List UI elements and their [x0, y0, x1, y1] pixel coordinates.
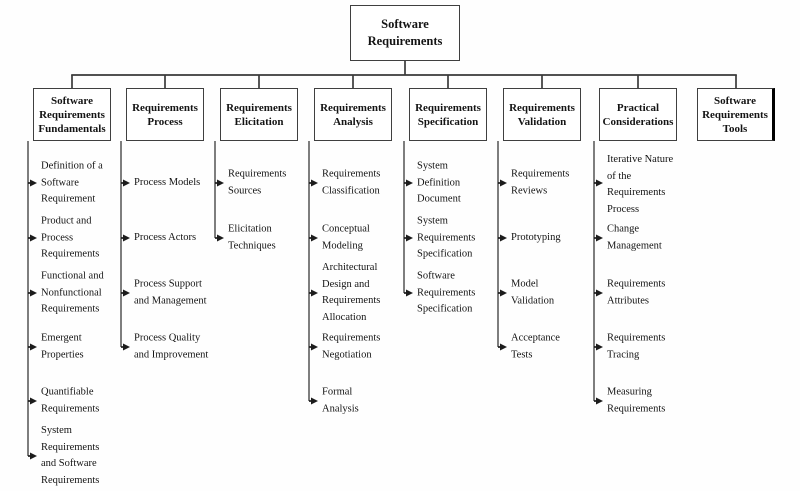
leaf-item: Requirements Attributes [607, 278, 666, 307]
leaf-item: Acceptance Tests [511, 332, 560, 361]
leaf-item: Change Management [607, 223, 662, 252]
leaf-item: Requirements Classification [322, 168, 381, 197]
leaf-item: Elicitation Techniques [228, 223, 276, 252]
leaf-item: Model Validation [511, 278, 555, 307]
leaf-item: System Requirements Specification [417, 215, 476, 260]
box-requirements-analysis: Requirements Analysis [314, 88, 392, 141]
leaf-item: Product and Process Requirements [41, 215, 100, 260]
leaf-item: Software Requirements Specification [417, 270, 476, 315]
box-requirements-validation: Requirements Validation [503, 88, 581, 141]
leaf-item: Iterative Nature of the Requirements Pro… [607, 154, 674, 215]
leaf-item: Requirements Tracing [607, 332, 666, 361]
box-software-requirements-tools: Software Requirements Tools [697, 88, 775, 141]
top-tree-connectors [71, 61, 737, 88]
box-requirements-process: Requirements Process [126, 88, 204, 141]
root-box-software-requirements: Software Requirements [350, 5, 460, 61]
leaf-item: Requirements Sources [228, 168, 287, 197]
leaf-item: Definition of a Software Requirement [41, 160, 103, 205]
leaf-item: Process Models [134, 176, 201, 188]
leaf-item: Formal Analysis [322, 386, 359, 415]
leaf-item: Functional and Nonfunctional Requirement… [41, 270, 104, 315]
box-requirements-elicitation: Requirements Elicitation [220, 88, 298, 141]
leaf-item: Process Quality and Improvement [134, 332, 209, 361]
column-drop-lines [27, 141, 595, 456]
box-requirements-specification: Requirements Specification [409, 88, 487, 141]
leaf-item: Prototyping [511, 231, 561, 243]
leaf-item: Process Support and Management [134, 278, 207, 307]
item-arrows [28, 179, 603, 460]
leaf-item: System Requirements and Software Require… [41, 425, 100, 486]
leaf-item: Conceptual Modeling [322, 223, 370, 252]
box-practical-considerations: Practical Considerations [599, 88, 677, 141]
leaf-item: Architectural Design and Requirements Al… [322, 262, 381, 323]
leaf-item: System Definition Document [417, 160, 461, 205]
leaf-item: Measuring Requirements [607, 386, 666, 415]
leaf-item: Quantifiable Requirements [41, 386, 100, 415]
leaf-item: Emergent Properties [41, 332, 84, 361]
box-software-requirements-fundamentals: Software Requirements Fundamentals [33, 88, 111, 141]
leaf-item: Process Actors [134, 231, 197, 243]
leaf-item: Requirements Reviews [511, 168, 570, 197]
leaf-item: Requirements Negotiation [322, 332, 381, 361]
